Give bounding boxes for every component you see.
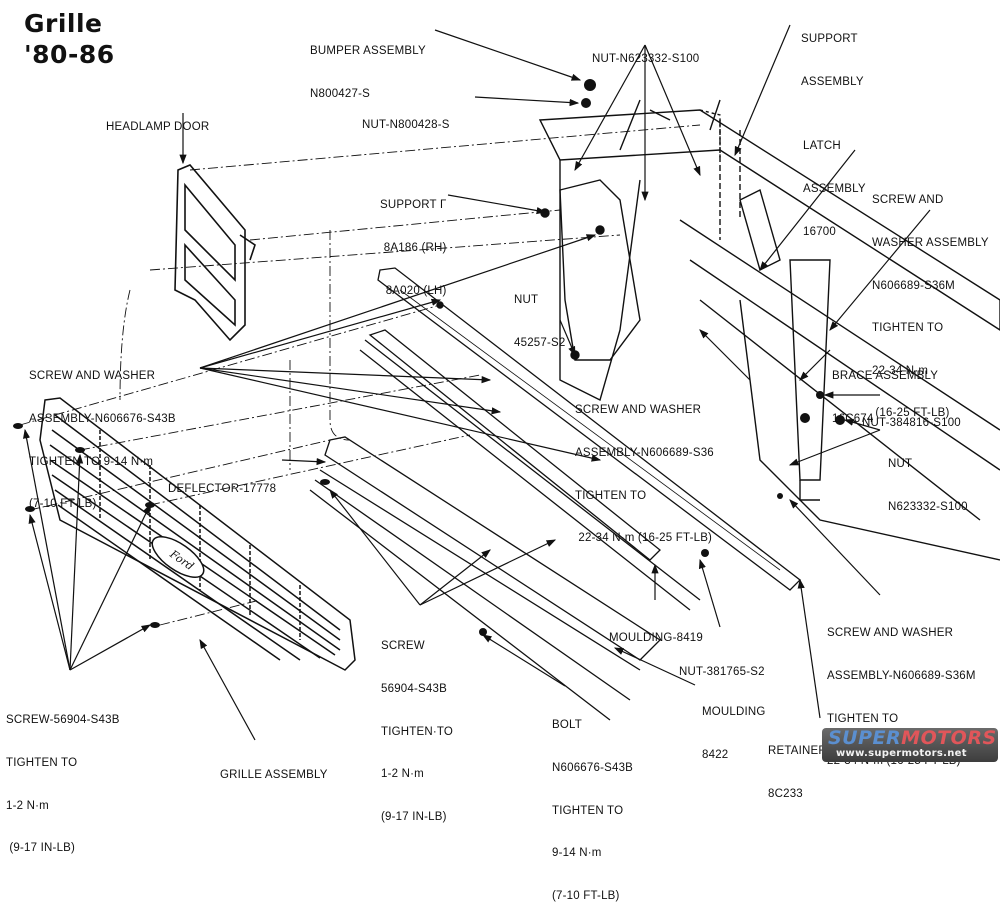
ford-emblem-oval (151, 536, 205, 578)
callout-nut-n623332-top: NUT-N623332-S100 (592, 53, 700, 66)
grille-assembly (39, 397, 356, 671)
callout-nut-n623332-right: NUT N623332-S100 (888, 458, 968, 514)
callout-screw-washer-left: SCREW AND WASHER ASSEMBLY-N606676-S43B T… (29, 370, 176, 511)
watermark-brand-part1: SUPER (828, 727, 902, 749)
callout-screw-56904-left: SCREW-56904-S43B TIGHTEN TO 1-2 N·m (9-1… (6, 714, 120, 855)
callout-support-assembly: SUPPORT ASSEMBLY (801, 33, 864, 89)
callout-nut-384816: NUT-384816-S100 (862, 417, 961, 430)
title-line-1: Grille (24, 9, 103, 38)
watermark-logo: SUPERMOTORS www.supermotors.net (822, 727, 998, 762)
callout-bumper-assembly: BUMPER ASSEMBLY N800427-S (310, 45, 426, 101)
callout-screw-washer-middle: SCREW AND WASHER ASSEMBLY-N606689-S36 TI… (575, 404, 714, 545)
callout-moulding-8419: MOULDING-8419 (609, 632, 703, 645)
title-line-2: '80-86 (24, 40, 115, 69)
headlamp-door (174, 164, 256, 342)
callout-moulding-8422: MOULDING 8422 (702, 706, 766, 762)
callout-screw-washer-top-right: SCREW AND WASHER ASSEMBLY N606689-S36M T… (872, 194, 989, 420)
callout-latch-assembly: LATCH ASSEMBLY 16700 (803, 140, 866, 238)
diagram-title: Grille '80-86 (24, 8, 115, 70)
exploded-diagram-artwork: Ford (13, 24, 1000, 741)
callout-support-rh-lh: SUPPORT Γ 8A186 (RH) 8A020 (LH) (380, 199, 447, 297)
callout-deflector: DEFLECTOR-17778 (168, 483, 277, 496)
watermark-url: www.supermotors.net (836, 748, 967, 759)
alignment-lines (19, 124, 701, 626)
callout-grille-assembly: GRILLE ASSEMBLY (220, 769, 328, 782)
callout-bolt: BOLT N606676-S43B TIGHTEN TO 9-14 N·m (7… (552, 719, 634, 902)
callout-nut-45257: NUT 45257-S2 (514, 294, 566, 350)
fastener-dots (13, 79, 845, 636)
callout-nut-n800428: NUT-N800428-S (362, 119, 450, 132)
leader-lines (23, 24, 931, 741)
callout-screw-56904-middle: SCREW 56904-S43B TIGHTEN·TO 1-2 N·m (9-1… (381, 640, 454, 823)
watermark-brand: SUPERMOTORS (828, 727, 997, 749)
watermark-brand-part2: MOTORS (901, 727, 997, 749)
callout-brace-assembly: BRACE ASSEMBLY 16C674 (832, 370, 939, 426)
callout-nut-381765: NUT-381765-S2 (679, 666, 765, 679)
callout-headlamp-door: HEADLAMP DOOR (106, 121, 210, 134)
